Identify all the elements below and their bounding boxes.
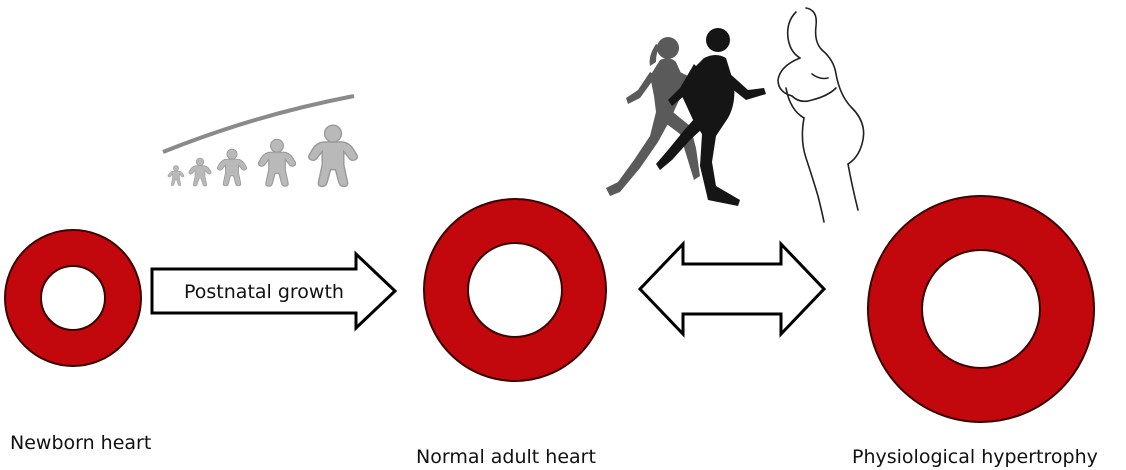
pregnant-woman-icon <box>778 8 864 222</box>
adult-heart-ring <box>446 221 584 359</box>
double-arrow <box>640 244 824 334</box>
postnatal-growth-label: Postnatal growth <box>184 281 344 303</box>
hypertrophy-heart-ring <box>895 223 1067 395</box>
growing-children-icon <box>163 96 357 186</box>
adult-heart-caption: Normal adult heart <box>416 446 596 468</box>
hypertrophy-heart-outline-inner <box>922 250 1040 368</box>
adult-heart-outline-inner <box>468 243 562 337</box>
newborn-heart-ring <box>23 248 123 348</box>
hypertrophy-caption: Physiological hypertrophy <box>852 446 1098 468</box>
newborn-heart-caption: Newborn heart <box>10 432 151 454</box>
runners-icon <box>606 28 766 206</box>
newborn-heart-outline-inner <box>41 266 105 330</box>
